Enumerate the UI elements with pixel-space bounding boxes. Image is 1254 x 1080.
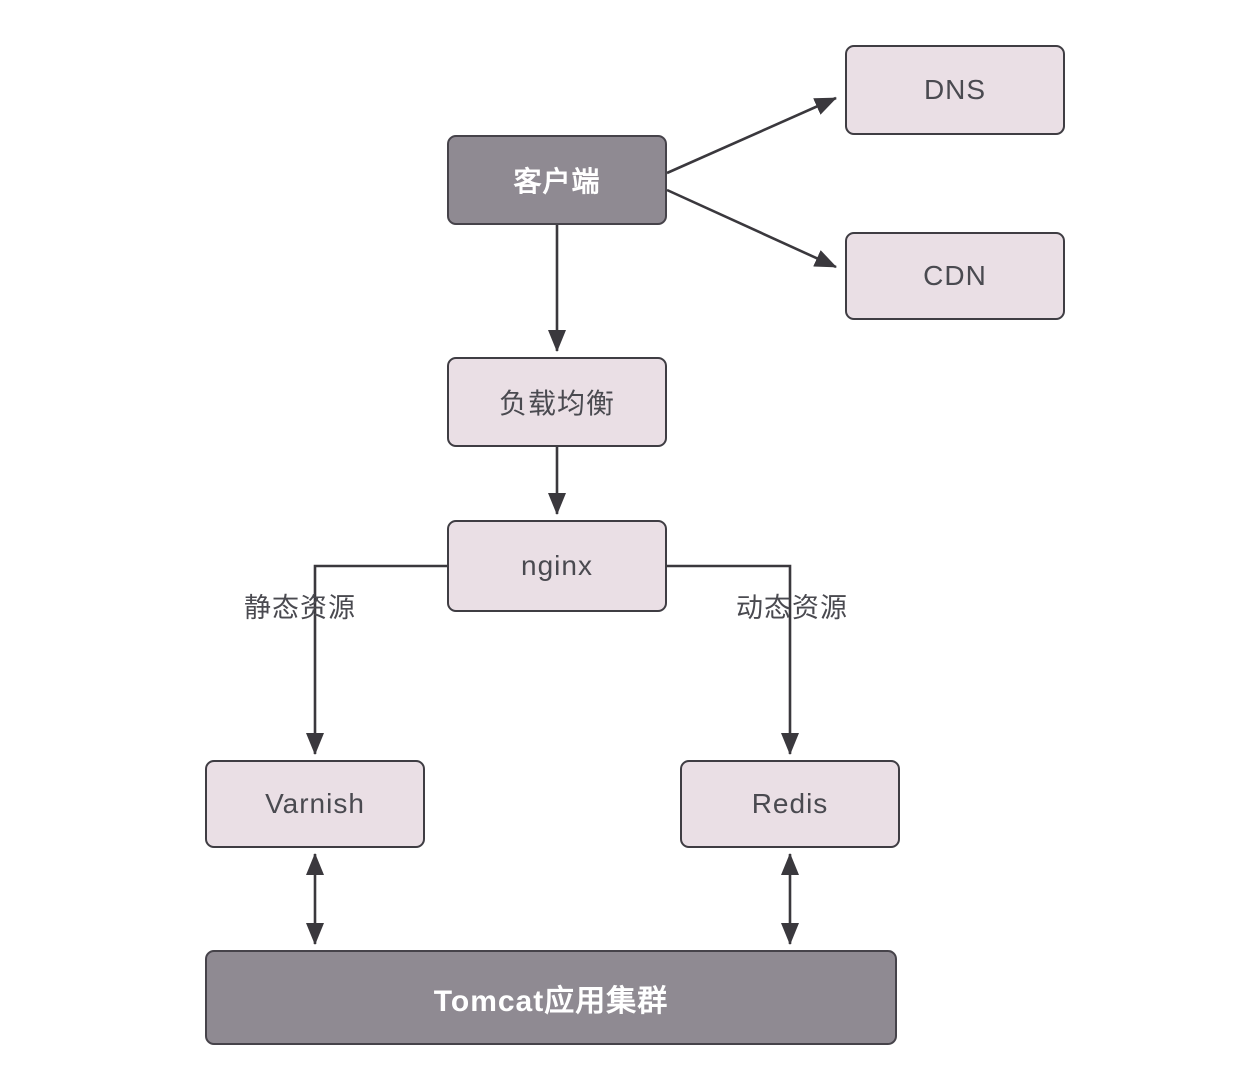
node-cdn-label: CDN: [923, 260, 987, 291]
edge-client-dns: [666, 96, 837, 175]
node-client-label: 客户端: [513, 166, 601, 197]
edge-client-cdn: [666, 188, 837, 269]
node-varnish-label: Varnish: [265, 788, 365, 819]
node-load-balancer: 负载均衡: [447, 357, 667, 447]
node-nginx: nginx: [447, 520, 667, 612]
node-cdn: CDN: [845, 232, 1065, 320]
node-tomcat-cluster-label: Tomcat应用集群: [433, 984, 669, 1018]
node-redis: Redis: [680, 760, 900, 848]
node-tomcat-cluster: Tomcat应用集群: [205, 950, 897, 1045]
edge-label-static-resources: 静态资源: [244, 593, 356, 623]
node-dns-label: DNS: [923, 74, 987, 105]
edge-nginx-varnish: [306, 564, 447, 755]
edge-nginx-redis: [667, 564, 799, 755]
edge-label-dynamic-resources: 动态资源: [736, 593, 848, 623]
node-dns: DNS: [845, 45, 1065, 135]
node-client: 客户端: [447, 135, 667, 225]
node-varnish: Varnish: [205, 760, 425, 848]
node-redis-label: Redis: [751, 788, 829, 819]
node-nginx-label: nginx: [521, 550, 593, 581]
node-load-balancer-label: 负载均衡: [498, 388, 615, 419]
